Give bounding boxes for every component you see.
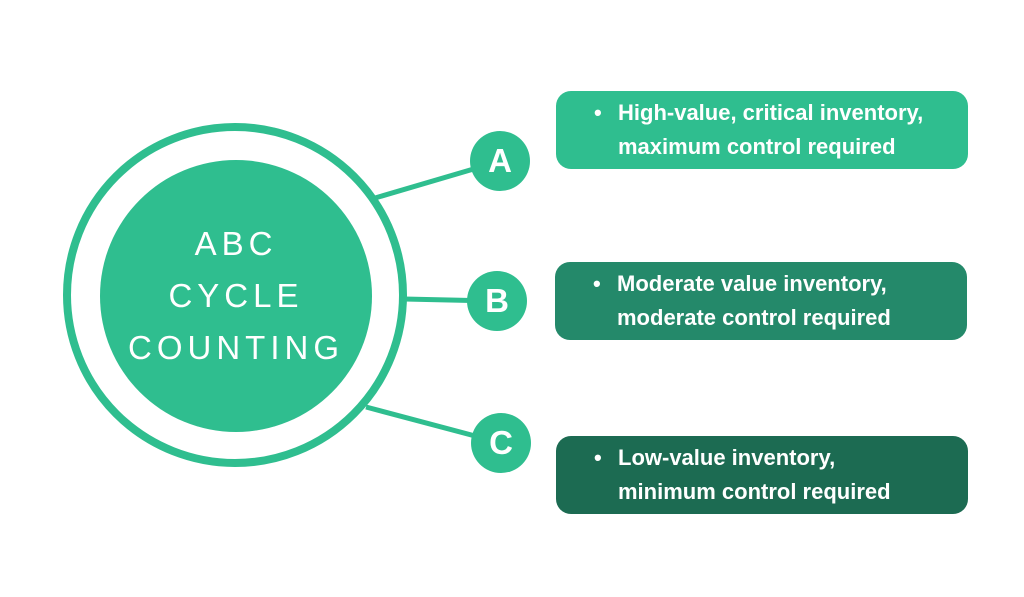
branch-card-a: • High-value, critical inventory, maximu… xyxy=(556,91,968,169)
bullet-icon: • xyxy=(593,271,601,296)
branch-badge-a-label: A xyxy=(488,142,512,179)
branch-badge-c: C xyxy=(471,413,531,473)
branch-card-a-line-1: High-value, critical inventory, xyxy=(618,100,924,125)
branch-badge-b: B xyxy=(467,271,527,331)
branch-badge-b-label: B xyxy=(485,282,509,319)
branch-badge-c-label: C xyxy=(489,424,513,461)
branch-badge-a: A xyxy=(470,131,530,191)
bullet-icon: • xyxy=(594,445,602,470)
branch-card-b: • Moderate value inventory, moderate con… xyxy=(555,262,967,340)
hub-title-line-2: CYCLE xyxy=(168,277,304,314)
branch-card-b-line-1: Moderate value inventory, xyxy=(617,271,887,296)
hub-title: ABC CYCLE COUNTING xyxy=(86,218,386,374)
hub-inner-circle xyxy=(100,160,372,432)
hub-title-line-1: ABC xyxy=(194,225,278,262)
branch-card-c-line-2: minimum control required xyxy=(618,479,891,504)
branch-card-c-line-1: Low-value inventory, xyxy=(618,445,836,470)
branch-card-b-line-2: moderate control required xyxy=(617,305,891,330)
hub-title-line-3: COUNTING xyxy=(128,329,344,366)
branch-card-c: • Low-value inventory, minimum control r… xyxy=(556,436,968,514)
branch-card-a-line-2: maximum control required xyxy=(618,134,896,159)
bullet-icon: • xyxy=(594,100,602,125)
